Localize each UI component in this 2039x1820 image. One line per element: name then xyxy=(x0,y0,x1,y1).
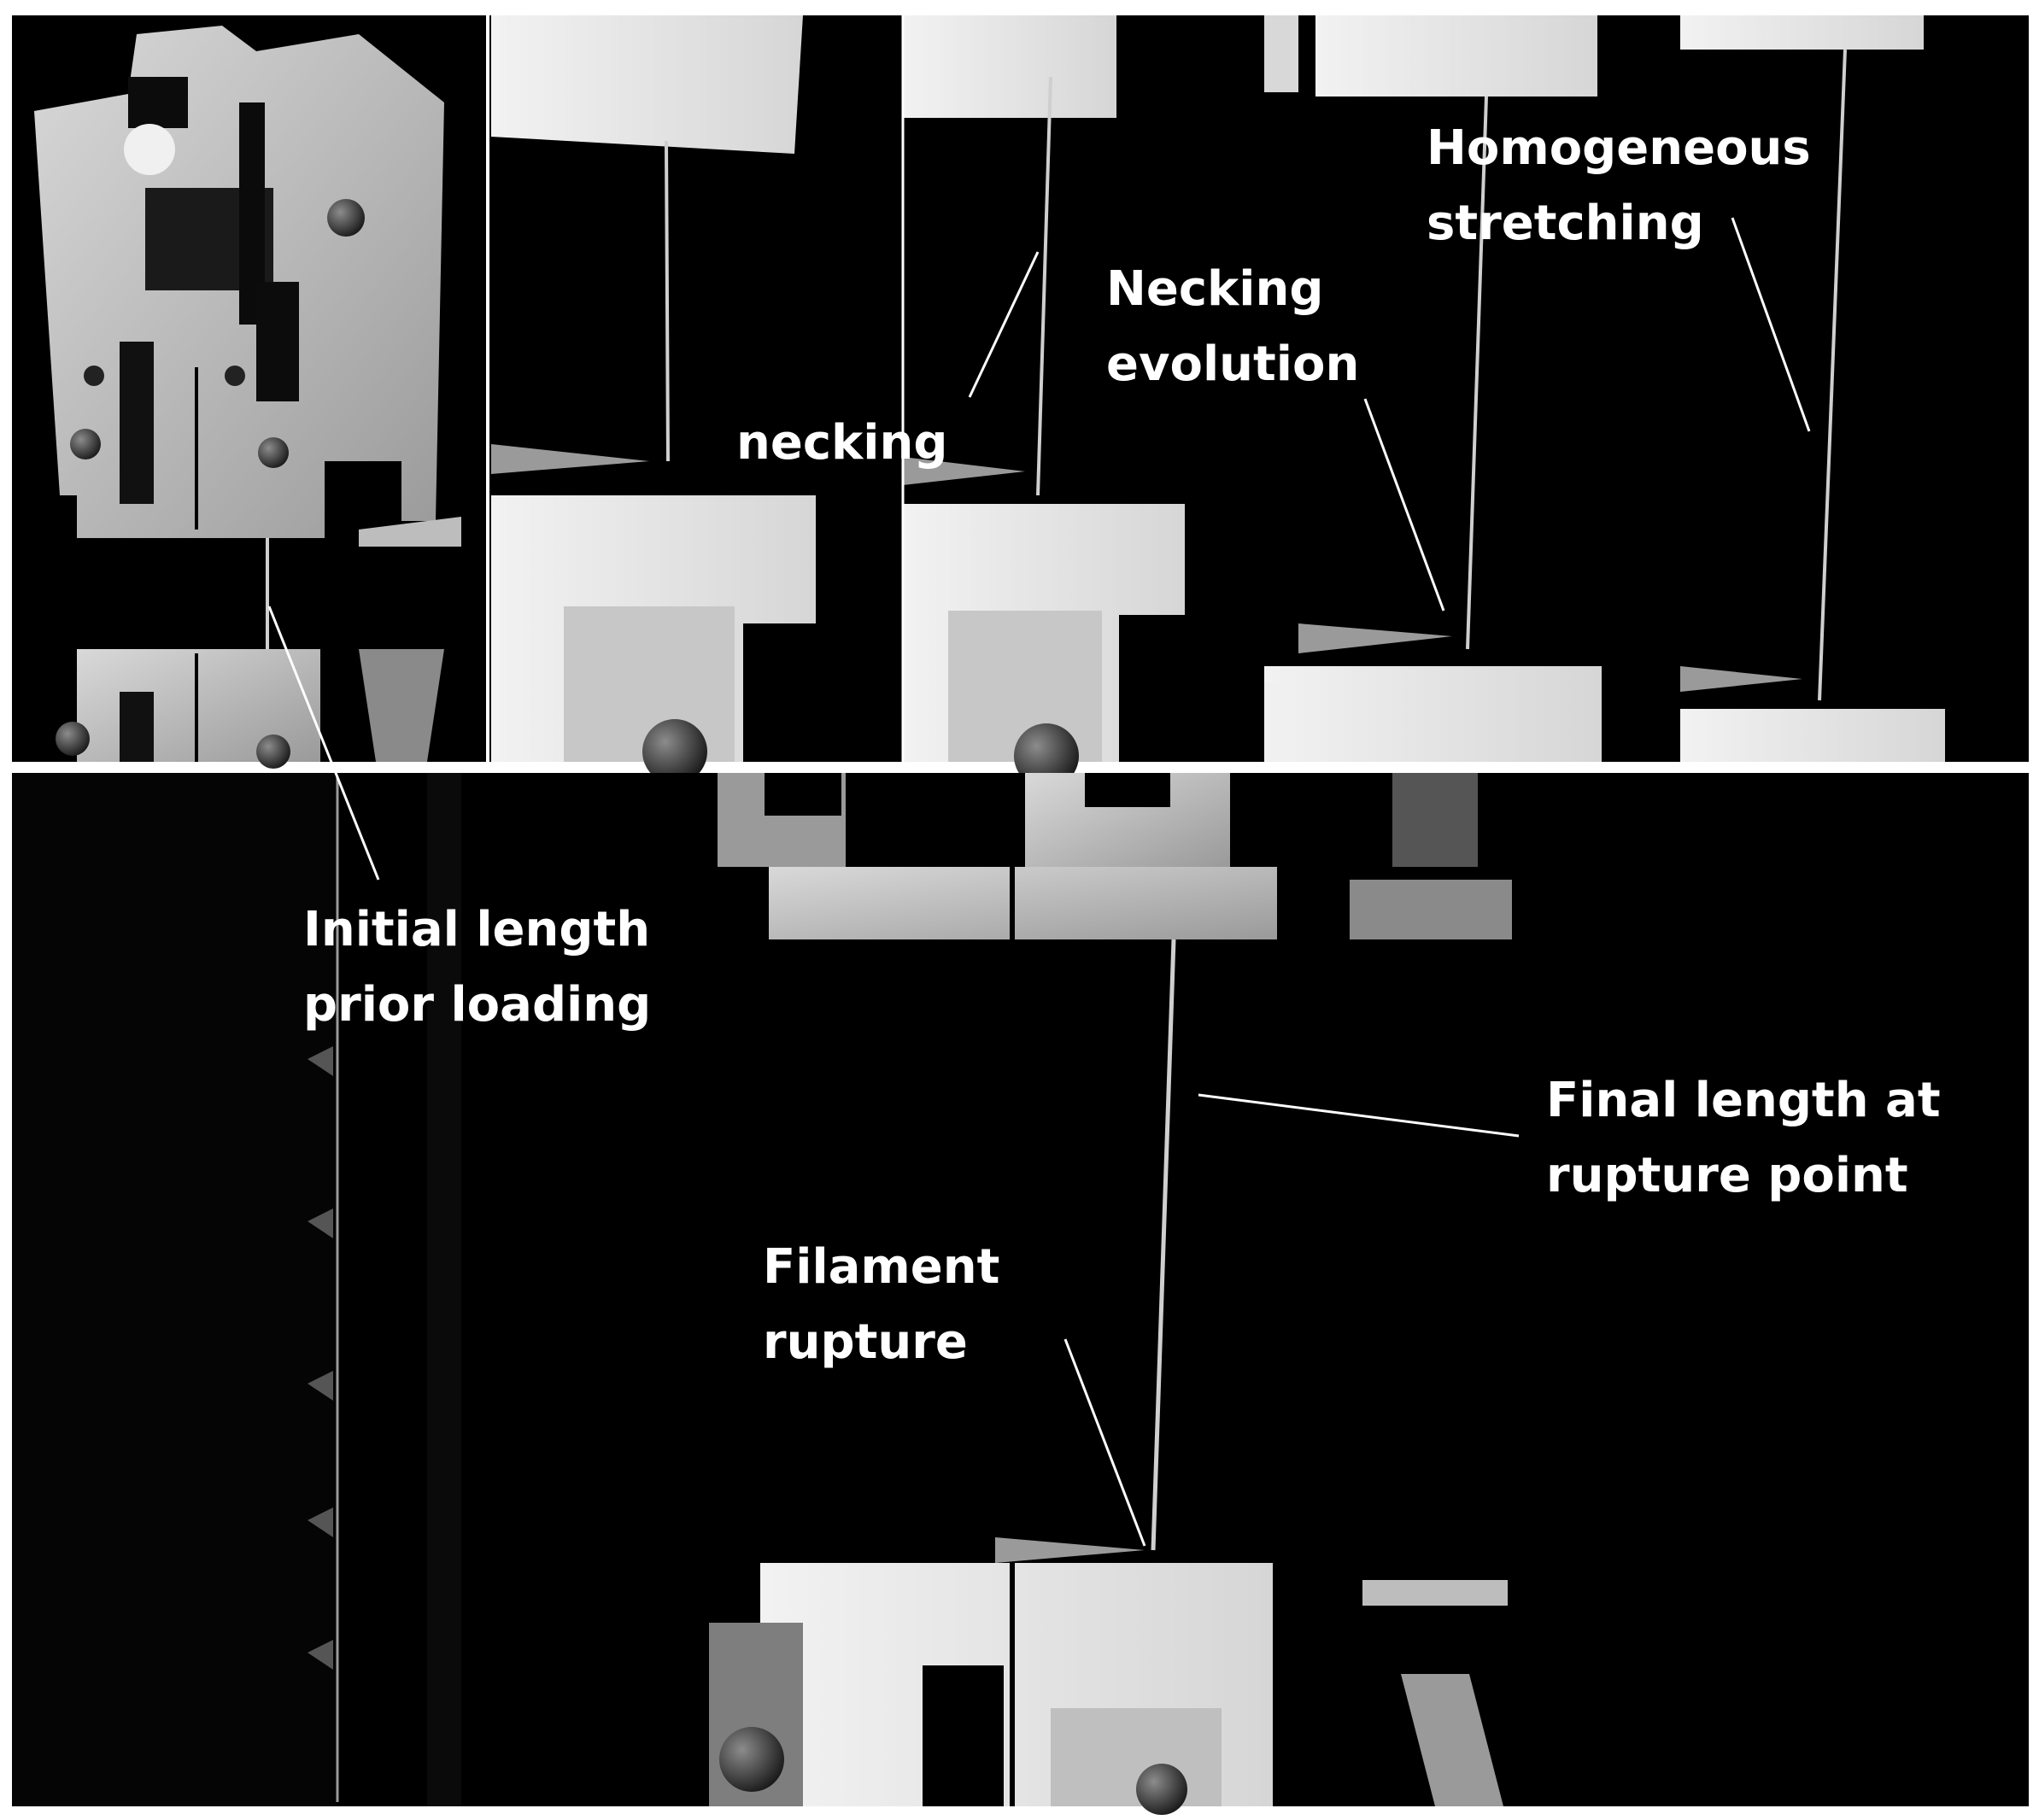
label-final-length-line2: rupture point xyxy=(1546,1148,1908,1203)
label-final-length: Final length at rupture point xyxy=(1546,1063,1941,1214)
label-necking: necking xyxy=(736,406,947,481)
label-necking-line1: necking xyxy=(736,415,948,471)
label-initial-length-line1: Initial length xyxy=(303,902,651,957)
label-homogeneous-stretching-line1: Homogeneous xyxy=(1427,120,1811,176)
leader-homogeneous-stretching xyxy=(1731,217,1811,432)
leader-filament-rupture xyxy=(1063,1338,1146,1547)
label-homogeneous-stretching: Homogeneous stretching xyxy=(1427,111,1811,261)
panel-final-rupture xyxy=(12,773,2029,1815)
panel-initial-rig xyxy=(12,15,488,769)
label-necking-evolution-line2: evolution xyxy=(1106,336,1360,392)
label-filament-rupture: Filament rupture xyxy=(763,1230,999,1380)
panel-homogeneous-stretching xyxy=(1680,15,2029,762)
label-necking-evolution-line1: Necking xyxy=(1106,261,1324,317)
leader-final-length xyxy=(1198,1093,1520,1138)
label-necking-evolution: Necking evolution xyxy=(1106,252,1359,402)
leader-initial-length xyxy=(267,606,380,881)
panel-necking-evolution xyxy=(1260,15,1680,762)
leader-necking xyxy=(968,251,1040,398)
label-homogeneous-stretching-line2: stretching xyxy=(1427,196,1704,251)
panel-necking xyxy=(488,15,903,784)
label-final-length-line1: Final length at xyxy=(1546,1073,1941,1128)
panel-necking-progressed xyxy=(903,15,1260,788)
label-initial-length-line2: prior loading xyxy=(303,977,652,1033)
label-filament-rupture-line2: rupture xyxy=(763,1314,968,1370)
leader-necking-evolution xyxy=(1363,398,1445,612)
label-filament-rupture-line1: Filament xyxy=(763,1239,1000,1295)
label-initial-length: Initial length prior loading xyxy=(303,892,651,1043)
